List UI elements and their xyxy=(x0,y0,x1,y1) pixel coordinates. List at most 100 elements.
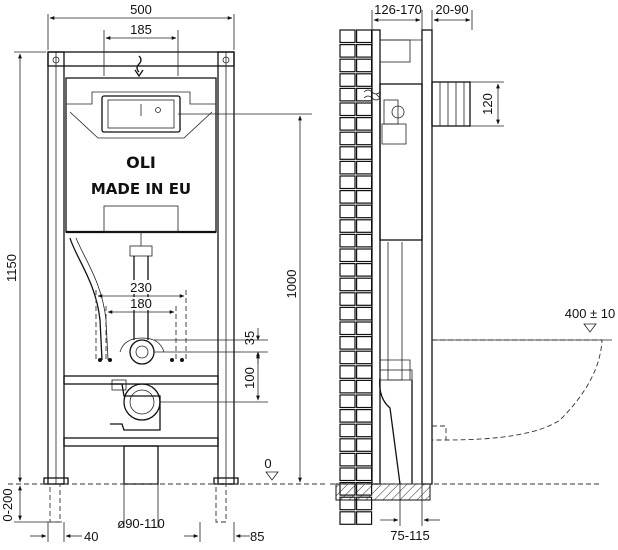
wall-tile xyxy=(339,350,356,365)
svg-text:40: 40 xyxy=(84,529,98,544)
wall-tile xyxy=(356,467,373,482)
wall-tile xyxy=(356,423,373,438)
wall-tile xyxy=(356,190,373,204)
svg-text:126-170: 126-170 xyxy=(374,2,422,17)
wall-tile xyxy=(356,73,373,87)
inlet-flange xyxy=(431,81,471,127)
wall-tile xyxy=(356,277,373,292)
wall-tile xyxy=(339,131,356,146)
wall-tile xyxy=(339,379,356,394)
wall-tile xyxy=(339,160,356,175)
frame xyxy=(43,51,239,485)
flange-height-dimension: 120 xyxy=(470,81,504,127)
wall-tile xyxy=(339,233,356,248)
wall-tile xyxy=(339,248,356,263)
svg-text:20-90: 20-90 xyxy=(435,2,468,17)
wall-tile xyxy=(339,29,356,44)
svg-text:100: 100 xyxy=(242,367,257,389)
wall-tile xyxy=(356,116,373,131)
wall-tile xyxy=(339,452,356,467)
wall-tile xyxy=(356,131,373,146)
svg-text:0-200: 0-200 xyxy=(0,488,15,521)
wall-tile xyxy=(356,58,373,73)
height-dimension: 1150 xyxy=(4,51,46,483)
wall-tile xyxy=(339,43,356,58)
wall-tile xyxy=(356,292,373,306)
wall-tile xyxy=(339,336,356,350)
width-dimension: 500 xyxy=(47,2,235,50)
plate-width-dimension: 185 xyxy=(103,22,179,76)
wall-tile xyxy=(356,43,373,58)
wall-tile xyxy=(339,394,356,409)
wall-tile xyxy=(356,263,373,277)
wall-tile xyxy=(339,87,356,102)
wall-tile xyxy=(339,219,356,233)
right-offset-dimension: 85 xyxy=(184,522,264,544)
wall-tile xyxy=(356,306,373,321)
wall-tile xyxy=(339,467,356,482)
wall-tile xyxy=(356,102,373,117)
made-in-label: MADE IN EU xyxy=(91,180,191,198)
tile-wall xyxy=(339,29,373,525)
wall-tile xyxy=(339,204,356,219)
brand-logo: OLI xyxy=(126,153,156,172)
svg-text:500: 500 xyxy=(130,2,152,17)
wall-tile xyxy=(339,263,356,277)
frame-profile xyxy=(363,29,433,485)
wall-tile xyxy=(356,350,373,365)
wall-tile xyxy=(356,175,373,190)
wall-tile xyxy=(356,336,373,350)
wall-tile xyxy=(339,175,356,190)
wall-tile xyxy=(339,321,356,336)
wall-tile xyxy=(339,146,356,160)
svg-text:185: 185 xyxy=(130,22,152,37)
wall-tile xyxy=(339,409,356,423)
span-dimensions: 230 180 xyxy=(95,280,187,362)
drain-elbow xyxy=(110,379,161,528)
wall-tile xyxy=(356,365,373,379)
wall-tile xyxy=(339,190,356,204)
side-view: 120 126-170 20-90 400 ± 10 xyxy=(330,2,615,543)
floor-line: 0 xyxy=(8,456,328,485)
wall-tile xyxy=(339,423,356,438)
wall-tile xyxy=(339,102,356,117)
wall-tile xyxy=(356,204,373,219)
svg-text:35: 35 xyxy=(242,331,257,345)
cistern: OLI MADE IN EU xyxy=(65,55,217,234)
wall-tile xyxy=(339,73,356,87)
inner-height-dimension: 100 0 xyxy=(178,113,312,483)
wall-tile xyxy=(356,146,373,160)
wall-tile xyxy=(339,306,356,321)
svg-text:85: 85 xyxy=(250,529,264,544)
wall-tile xyxy=(356,379,373,394)
wall-tile xyxy=(356,452,373,467)
svg-text:180: 180 xyxy=(130,296,152,311)
wall-tile xyxy=(339,365,356,379)
toilet-bowl-outline: 400 ± 10 xyxy=(432,306,616,441)
svg-text:230: 230 xyxy=(130,280,152,295)
svg-text:120: 120 xyxy=(480,93,495,115)
rise-dimensions: 35 100 xyxy=(154,328,268,403)
left-offset-dimension: 40 xyxy=(30,522,98,544)
svg-text:1000: 1000 xyxy=(284,270,299,299)
wall-tile xyxy=(339,438,356,452)
svg-text:400 ± 10: 400 ± 10 xyxy=(565,306,616,321)
floor-slab xyxy=(335,483,431,501)
svg-text:1150: 1150 xyxy=(4,254,19,282)
wall-tile xyxy=(339,116,356,131)
svg-text:75-115: 75-115 xyxy=(390,528,430,543)
wall-tile xyxy=(356,511,373,525)
wall-tile xyxy=(356,438,373,452)
wall-tile xyxy=(356,321,373,336)
wall-tile xyxy=(356,219,373,233)
wall-tile xyxy=(339,58,356,73)
inlet-connector xyxy=(129,339,155,365)
wall-tile xyxy=(356,409,373,423)
wall-board xyxy=(371,29,381,485)
water-flow-icon xyxy=(363,89,381,101)
wall-tile xyxy=(339,292,356,306)
drain-offset-dimension: 75-115 xyxy=(380,484,440,543)
wall-tile xyxy=(356,248,373,263)
svg-text:0: 0 xyxy=(264,456,271,471)
